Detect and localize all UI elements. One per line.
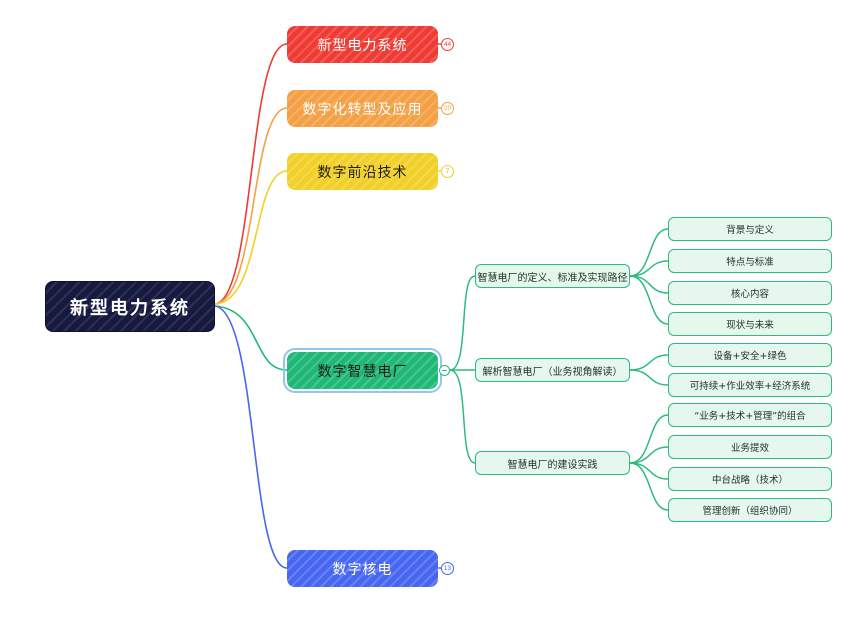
leaf-node[interactable]: 背景与定义 [668, 217, 832, 241]
connector-sub-leaf-2 [629, 260, 669, 277]
leaf-label: 特点与标准 [726, 257, 774, 268]
topic-node-digital-transformation[interactable]: 数字化转型及应用 [287, 90, 438, 127]
leaf-label: 设备+安全+绿色 [713, 351, 787, 362]
root-node-label: 新型电力系统 [70, 297, 190, 319]
collapsed-count-badge[interactable]: 20 [441, 102, 454, 115]
topic-label: 数字前沿技术 [317, 164, 408, 181]
leaf-node[interactable]: 设备+安全+绿色 [668, 343, 832, 367]
connector-topic-sub-1 [449, 275, 476, 371]
badge-count: 13 [443, 565, 452, 572]
leaf-label: 可持续+作业效率+经济系统 [689, 381, 811, 392]
leaf-label: 现状与未来 [726, 320, 774, 331]
badge-count: 7 [445, 168, 450, 175]
subtopic-node[interactable]: 智慧电厂的建设实践 [475, 451, 630, 475]
leaf-node[interactable]: 可持续+作业效率+经济系统 [668, 373, 832, 397]
topic-label: 数字化转型及应用 [302, 101, 423, 118]
collapse-toggle[interactable] [439, 365, 450, 376]
connector-root-topic-4 [214, 305, 288, 371]
minus-icon [442, 369, 447, 372]
leaf-label: 背景与定义 [726, 225, 774, 236]
connector-root-topic-1 [214, 43, 288, 305]
collapsed-count-badge[interactable]: 13 [441, 562, 454, 575]
connector-topic-sub-3 [449, 369, 476, 464]
leaf-node[interactable]: “业务+技术+管理”的组合 [668, 403, 832, 427]
subtopic-label: 智慧电厂的定义、标准及实现路径 [477, 272, 628, 284]
leaf-node[interactable]: 现状与未来 [668, 312, 832, 336]
badge-count: 44 [443, 41, 452, 48]
leaf-node[interactable]: 管理创新（组织协同） [668, 498, 832, 522]
collapsed-count-badge[interactable]: 7 [441, 165, 454, 178]
subtopic-node[interactable]: 解析智慧电厂（业务视角解读） [475, 358, 630, 382]
topic-node-smart-plant[interactable]: 数字智慧电厂 [283, 348, 442, 393]
subtopic-node[interactable]: 智慧电厂的定义、标准及实现路径 [475, 264, 630, 288]
connector-sub-leaf-9 [629, 462, 669, 480]
collapsed-count-badge[interactable]: 44 [441, 38, 454, 51]
connector-root-topic-3 [214, 170, 288, 305]
leaf-node[interactable]: 业务提效 [668, 435, 832, 459]
connector-sub-leaf-7 [629, 414, 669, 464]
leaf-label: “业务+技术+管理”的组合 [694, 411, 806, 422]
leaf-label: 业务提效 [730, 443, 769, 454]
connector-sub-leaf-4 [629, 275, 669, 325]
connector-sub-leaf-3 [629, 275, 669, 294]
connector-sub-leaf-8 [629, 446, 669, 464]
leaf-node[interactable]: 核心内容 [668, 281, 832, 305]
leaf-label: 核心内容 [730, 289, 769, 300]
connector-root-topic-5 [214, 305, 288, 569]
topic-label: 数字核电 [332, 561, 393, 578]
connector-sub-leaf-10 [629, 462, 669, 511]
topic-node-frontier-tech[interactable]: 数字前沿技术 [287, 153, 438, 190]
subtopic-label: 智慧电厂的建设实践 [507, 459, 598, 471]
leaf-label: 中台战略（技术） [711, 475, 788, 486]
leaf-label: 管理创新（组织协同） [702, 506, 798, 517]
badge-count: 20 [443, 105, 452, 112]
topic-label: 新型电力系统 [317, 37, 408, 54]
leaf-node[interactable]: 特点与标准 [668, 249, 832, 273]
root-node[interactable]: 新型电力系统 [45, 281, 215, 332]
leaf-node[interactable]: 中台战略（技术） [668, 467, 832, 491]
connector-sub-leaf-1 [629, 228, 669, 277]
topic-node-digital-nuclear[interactable]: 数字核电 [287, 550, 438, 587]
topic-node-power-system[interactable]: 新型电力系统 [287, 26, 438, 63]
topic-label: 数字智慧电厂 [317, 363, 408, 380]
connector-sub-leaf-6 [629, 369, 669, 386]
connector-root-topic-2 [214, 107, 288, 305]
connector-sub-leaf-5 [629, 354, 669, 371]
subtopic-label: 解析智慧电厂（业务视角解读） [482, 366, 623, 378]
